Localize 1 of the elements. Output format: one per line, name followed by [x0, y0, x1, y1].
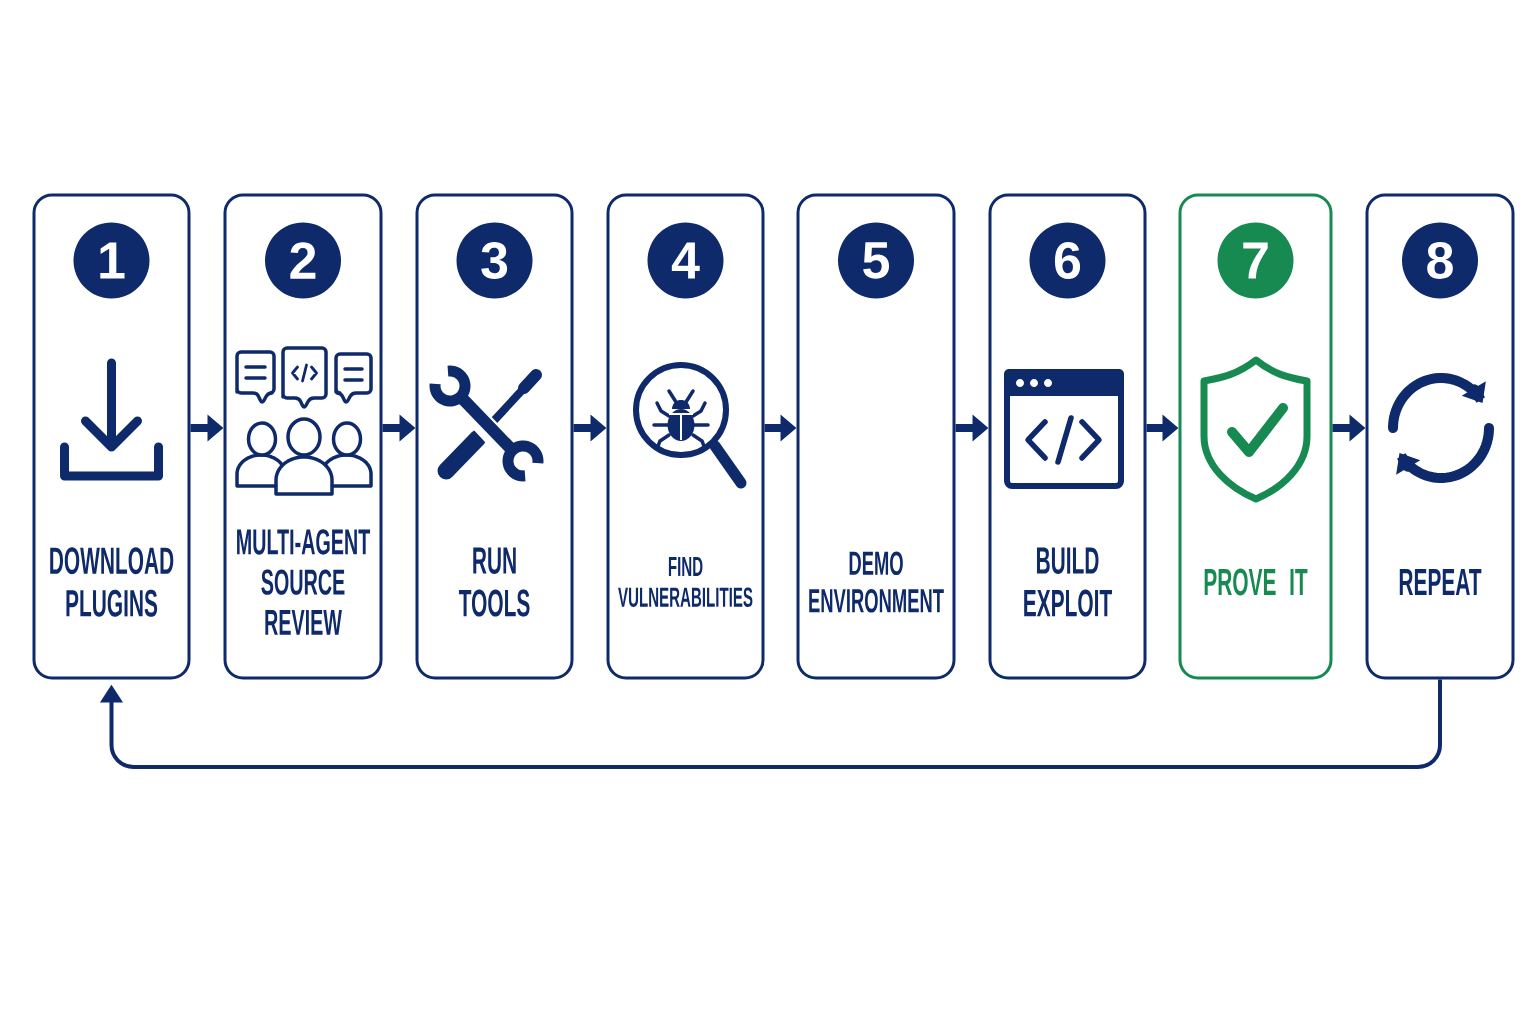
- return-arrow: [99, 679, 1442, 769]
